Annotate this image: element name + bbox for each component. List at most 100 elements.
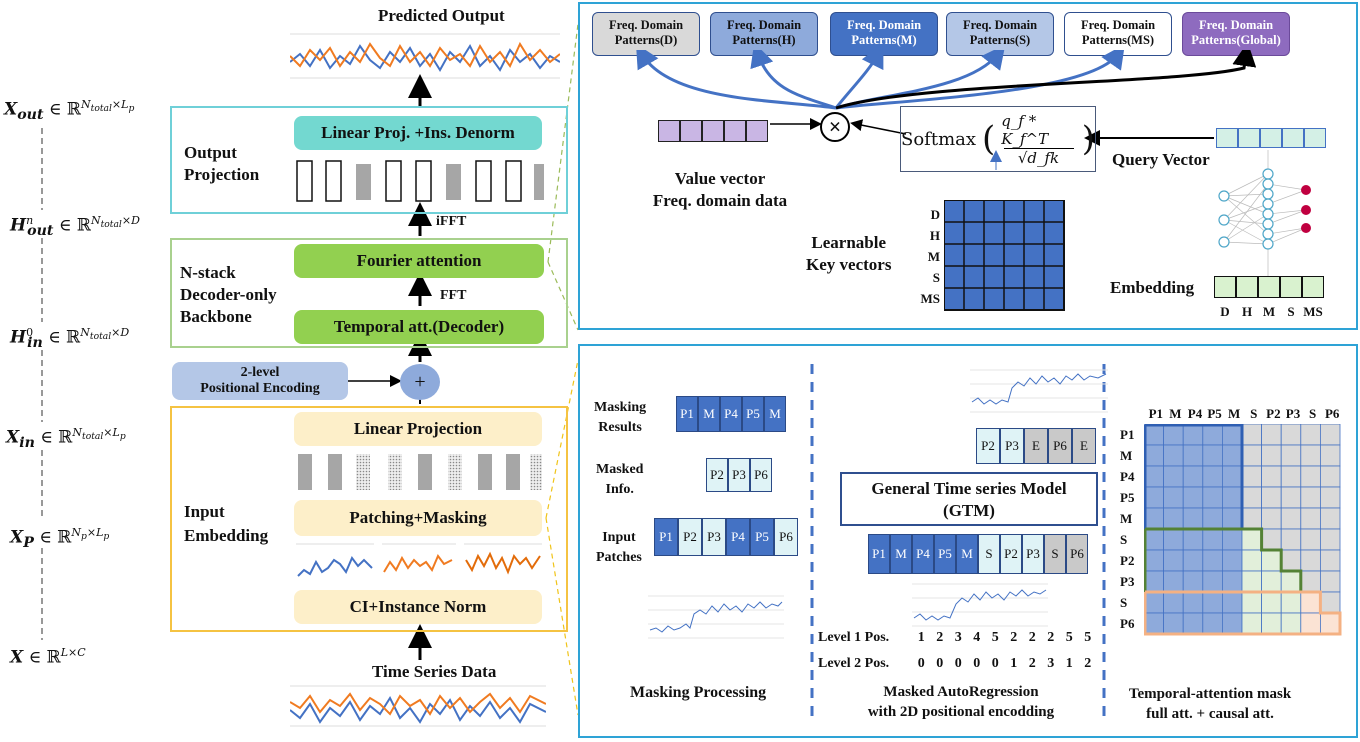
mask-cell: [1261, 528, 1282, 551]
mask-cell: [1241, 591, 1263, 614]
gtm-input-token: P4: [912, 534, 934, 574]
mask-cell: [1182, 528, 1204, 551]
mask-cell: [1319, 444, 1341, 467]
mask-cell: [1280, 424, 1302, 446]
mask-row-label: P2: [1120, 553, 1135, 568]
mask-cell: [1144, 507, 1165, 530]
patch-token: P6: [774, 518, 798, 556]
mask-cell: [1261, 612, 1282, 635]
input-patches-visual: [298, 454, 542, 490]
masking-panel: [578, 344, 1358, 738]
level1-label: Level 1 Pos.: [818, 630, 890, 645]
key-row-label: S: [932, 270, 940, 285]
mask-col-label: P5: [1207, 406, 1222, 421]
linear-projection-block: Linear Projection: [294, 412, 542, 446]
mask-cell: [1280, 528, 1302, 551]
patch-token: P3: [1000, 428, 1024, 464]
key-row-label: MS: [920, 291, 941, 306]
embedding-cells: [1214, 276, 1324, 298]
mask-cell: [1144, 424, 1165, 446]
gtm-input-token: S: [1044, 534, 1066, 574]
mask-cell: [1144, 570, 1165, 593]
mask-row-label: M: [1120, 448, 1133, 463]
mask-row-label: S: [1120, 532, 1128, 547]
mask-cell: [1280, 507, 1302, 530]
mask-cell: [1182, 424, 1204, 446]
mask-cell: [1280, 444, 1302, 467]
mask-cell: [1144, 612, 1165, 635]
mask-cell: [1300, 424, 1321, 446]
mask-cell: [1241, 612, 1263, 635]
mask-row-label: P5: [1120, 490, 1135, 505]
input-embedding-box: [170, 406, 568, 632]
predicted-output-title: Predicted Output: [378, 6, 505, 25]
mask-col-label: M: [1228, 406, 1241, 421]
patch-token: E: [1024, 428, 1048, 464]
math-h-in: H0in ∈ ℝNtotal×D: [10, 326, 130, 352]
mask-cell: [1182, 507, 1204, 530]
freq-pattern-sub: Patterns(H): [732, 33, 796, 47]
freq-pattern-sub: Patterns(Global): [1191, 33, 1281, 47]
mask-cell: [1300, 507, 1321, 530]
mask-cell: [1319, 507, 1341, 530]
gtm-input-token: M: [890, 534, 912, 574]
mask-region-outline: [1144, 590, 1342, 636]
mask-cell: [1261, 424, 1282, 446]
embed-col-label: M: [1262, 304, 1276, 319]
mask-col-label: P1: [1148, 406, 1164, 421]
embedding-label: Embedding: [1110, 278, 1195, 297]
mask-cell: [1163, 424, 1184, 446]
mask-cell: [1182, 486, 1204, 509]
mask-col-label: S: [1250, 406, 1258, 421]
mask-cell: [1261, 549, 1282, 572]
mask-cell: [1319, 528, 1341, 551]
mask-cell: [1261, 507, 1282, 530]
fourier-arrows: [635, 50, 1257, 170]
patch-token: P3: [728, 458, 750, 492]
level-value: 3: [954, 630, 962, 645]
query-vector-cells: [1216, 128, 1326, 148]
patch-token: P2: [706, 458, 728, 492]
mask-cell: [1300, 549, 1321, 572]
level2-label: Level 2 Pos.: [818, 656, 890, 671]
mask-cell: [1144, 528, 1165, 551]
output-projection-box: [170, 106, 568, 214]
mask-cell: [1144, 444, 1165, 467]
mask-col-label: P2: [1266, 406, 1281, 421]
mask-cell: [1300, 528, 1321, 551]
mask-cell: [1182, 465, 1204, 488]
embed-col-label: D: [1220, 304, 1230, 319]
embed-col-label: S: [1287, 304, 1295, 319]
ifft-label: iFFT: [436, 214, 467, 229]
gtm-block: General Time series Model(GTM): [840, 472, 1098, 526]
math-h-out: Hnout ∈ ℝNtotal×D: [10, 214, 140, 240]
mask-cell: [1300, 591, 1321, 614]
mask-cell: [1222, 570, 1243, 593]
output-patches: [296, 160, 544, 202]
mask-cell: [1202, 507, 1223, 530]
mask-cell: [1319, 612, 1341, 635]
embed-col-label: MS: [1303, 304, 1323, 319]
mask-cell: [1319, 570, 1341, 593]
key-row-label: D: [930, 207, 940, 222]
level-value: 0: [936, 656, 944, 671]
mask-cell: [1280, 486, 1302, 509]
fourier-attention-block: Fourier attention: [294, 244, 544, 278]
level-value: 1: [1065, 656, 1073, 671]
freq-pattern-label: Freq. Domain: [726, 18, 802, 32]
gtm-input-token: S: [978, 534, 1000, 574]
mask-row-label: P1: [1120, 427, 1135, 442]
mask-row-label: M: [1120, 511, 1133, 526]
softmax-numerator: q_f * K_f^T: [1001, 111, 1049, 148]
mask-cell: [1261, 591, 1282, 614]
